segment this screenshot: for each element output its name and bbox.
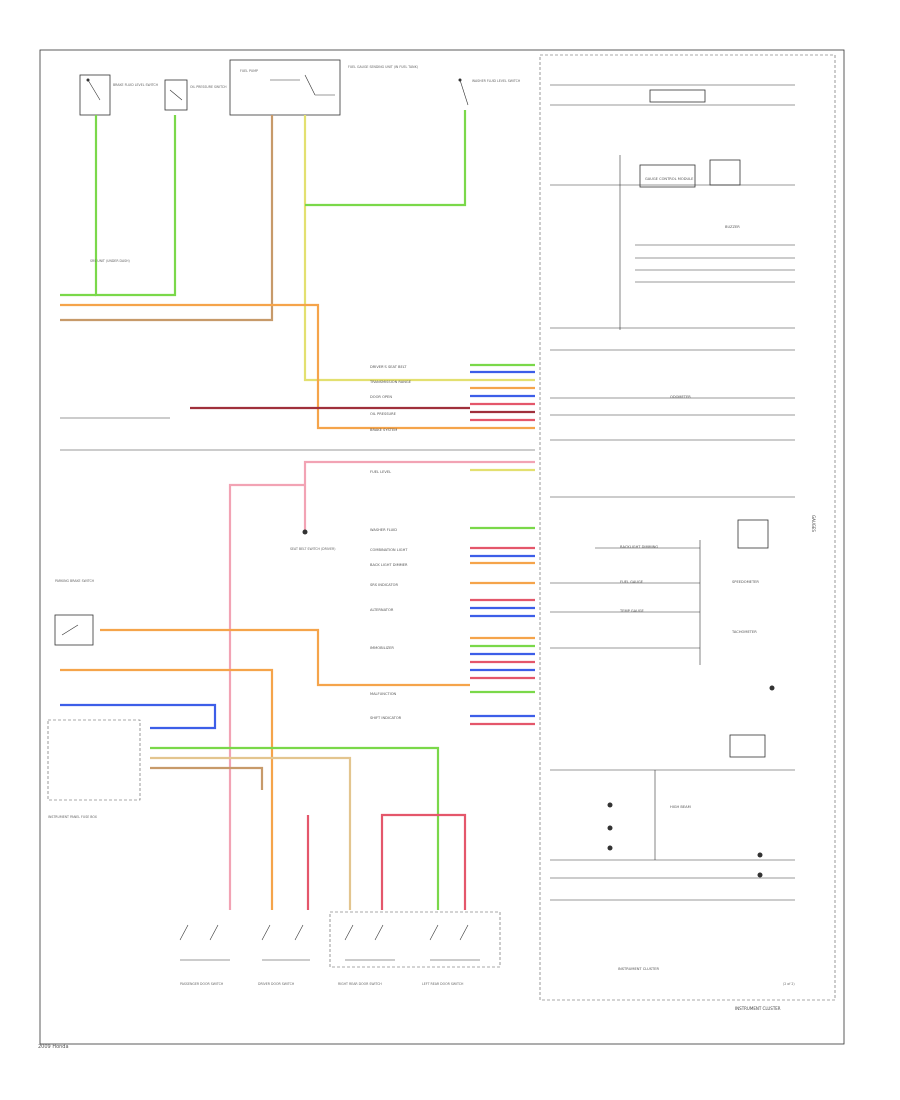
center-harness-1 (470, 363, 535, 430)
side-label: GAUGES (811, 515, 816, 532)
seat-belt-label: SEAT BELT SWITCH (DRIVER) (290, 547, 335, 551)
fuse-box: INSTRUMENT PANEL FUSE BOX (47, 719, 141, 819)
brake-fluid-label: BRAKE FLUID LEVEL SWITCH (113, 83, 159, 87)
washer-fluid-label: WASHER FLUID LEVEL SWITCH (472, 79, 521, 83)
wire-blue-fusebox (60, 703, 217, 730)
wire-red-rightrear (380, 813, 467, 910)
page-footer: 2009 Honda (38, 1044, 69, 1050)
switch-passenger: PASSENGER DOOR SWITCH (179, 924, 230, 986)
svg-text:DOOR OPEN: DOOR OPEN (370, 395, 392, 399)
svg-text:MALFUNCTION: MALFUNCTION (370, 692, 397, 696)
svg-text:TRANSMISSION RANGE: TRANSMISSION RANGE (369, 380, 412, 384)
driver-door-label: DRIVER DOOR SWITCH (258, 982, 295, 986)
wire-orange-bottom (60, 668, 274, 910)
sheet-title: INSTRUMENT CLUSTER (735, 1006, 781, 1011)
svg-text:GAUGE CONTROL MODULE: GAUGE CONTROL MODULE (645, 177, 694, 181)
srs-label: SRS UNIT (UNDER DASH) (90, 259, 130, 263)
svg-text:SRS INDICATOR: SRS INDICATOR (370, 583, 398, 587)
svg-text:COMBINATION LIGHT: COMBINATION LIGHT (370, 548, 408, 552)
right-rear-door-label: RIGHT REAR DOOR SWITCH (338, 982, 382, 986)
switch-driver: DRIVER DOOR SWITCH (258, 924, 310, 986)
wire-green-washer (305, 110, 467, 207)
switch-right-rear: RIGHT REAR DOOR SWITCH (338, 924, 395, 986)
cluster-lines (550, 84, 795, 901)
svg-text:HIGH BEAM: HIGH BEAM (670, 805, 691, 809)
svg-text:IMMOBILIZER: IMMOBILIZER (370, 646, 394, 650)
bottom-switches: PASSENGER DOOR SWITCH DRIVER DOOR SWITCH… (179, 911, 501, 986)
wire-pink-main (303, 460, 535, 530)
wire-green-brake (94, 115, 177, 297)
wire-yellow-fuel (303, 115, 470, 382)
svg-text:BUZZER: BUZZER (725, 225, 740, 229)
wire-orange-bus (60, 303, 470, 430)
svg-text:DRIVER'S SEAT BELT: DRIVER'S SEAT BELT (370, 365, 407, 369)
washer-fluid-switch: WASHER FLUID LEVEL SWITCH (458, 78, 521, 106)
passenger-door-label: PASSENGER DOOR SWITCH (180, 982, 224, 986)
oil-pressure-label: OIL PRESSURE SWITCH (190, 85, 227, 89)
svg-text:ODOMETER: ODOMETER (670, 395, 691, 399)
svg-text:SHIFT INDICATOR: SHIFT INDICATOR (370, 716, 402, 720)
sheet-page-ref: (2 of 2) (783, 982, 795, 986)
left-rear-door-label: LEFT REAR DOOR SWITCH (422, 982, 464, 986)
fuel-pump-box: FUEL PUMP FUEL GAUGE SENDING UNIT (IN FU… (229, 59, 418, 116)
brake-fluid-switch: BRAKE FLUID LEVEL SWITCH (79, 74, 159, 116)
svg-text:OIL PRESSURE: OIL PRESSURE (370, 412, 397, 416)
wire-green-leftrear (150, 746, 440, 910)
svg-text:TACHOMETER: TACHOMETER (731, 630, 757, 634)
svg-text:WASHER FLUID: WASHER FLUID (370, 528, 397, 532)
switch-left-rear: LEFT REAR DOOR SWITCH (422, 924, 480, 986)
svg-text:FUEL LEVEL: FUEL LEVEL (370, 470, 391, 474)
right-labels: SPEEDOMETER TACHOMETER BUZZER GAUGE CONT… (618, 177, 759, 971)
svg-text:FUEL GAUGE: FUEL GAUGE (620, 580, 644, 584)
svg-text:INSTRUMENT CLUSTER: INSTRUMENT CLUSTER (618, 967, 659, 971)
srs-unit: PARKING BRAKE SWITCH (54, 579, 95, 646)
wire-tan-driver (150, 756, 352, 910)
wire-tan-2 (150, 766, 264, 790)
fuel-sender-label: FUEL GAUGE SENDING UNIT (IN FUEL TANK) (348, 65, 418, 69)
instrument-cluster-boundary (539, 54, 836, 1001)
center-labels: DRIVER'S SEAT BELT TRANSMISSION RANGE DO… (369, 365, 412, 720)
seat-belt-ground: SEAT BELT SWITCH (DRIVER) (290, 529, 335, 551)
svg-text:BRAKE SYSTEM: BRAKE SYSTEM (370, 428, 397, 432)
wire-orange-srs (100, 628, 470, 687)
wire-tan-fuel (60, 115, 274, 322)
fuel-pump-label: FUEL PUMP (240, 69, 258, 73)
svg-text:TEMP GAUGE: TEMP GAUGE (619, 609, 645, 613)
sheet-border (39, 49, 845, 1045)
fuse-box-label: INSTRUMENT PANEL FUSE BOX (48, 815, 98, 819)
svg-text:SPEEDOMETER: SPEEDOMETER (732, 580, 759, 584)
center-harness-2 (470, 526, 535, 726)
svg-text:BACKLIGHT DIMMING: BACKLIGHT DIMMING (620, 545, 658, 549)
svg-text:ALTERNATOR: ALTERNATOR (370, 608, 394, 612)
svg-text:BACK LIGHT DIMMER: BACK LIGHT DIMMER (370, 563, 408, 567)
parking-brake-label: PARKING BRAKE SWITCH (55, 579, 95, 583)
oil-pressure-switch: OIL PRESSURE SWITCH (164, 79, 227, 111)
